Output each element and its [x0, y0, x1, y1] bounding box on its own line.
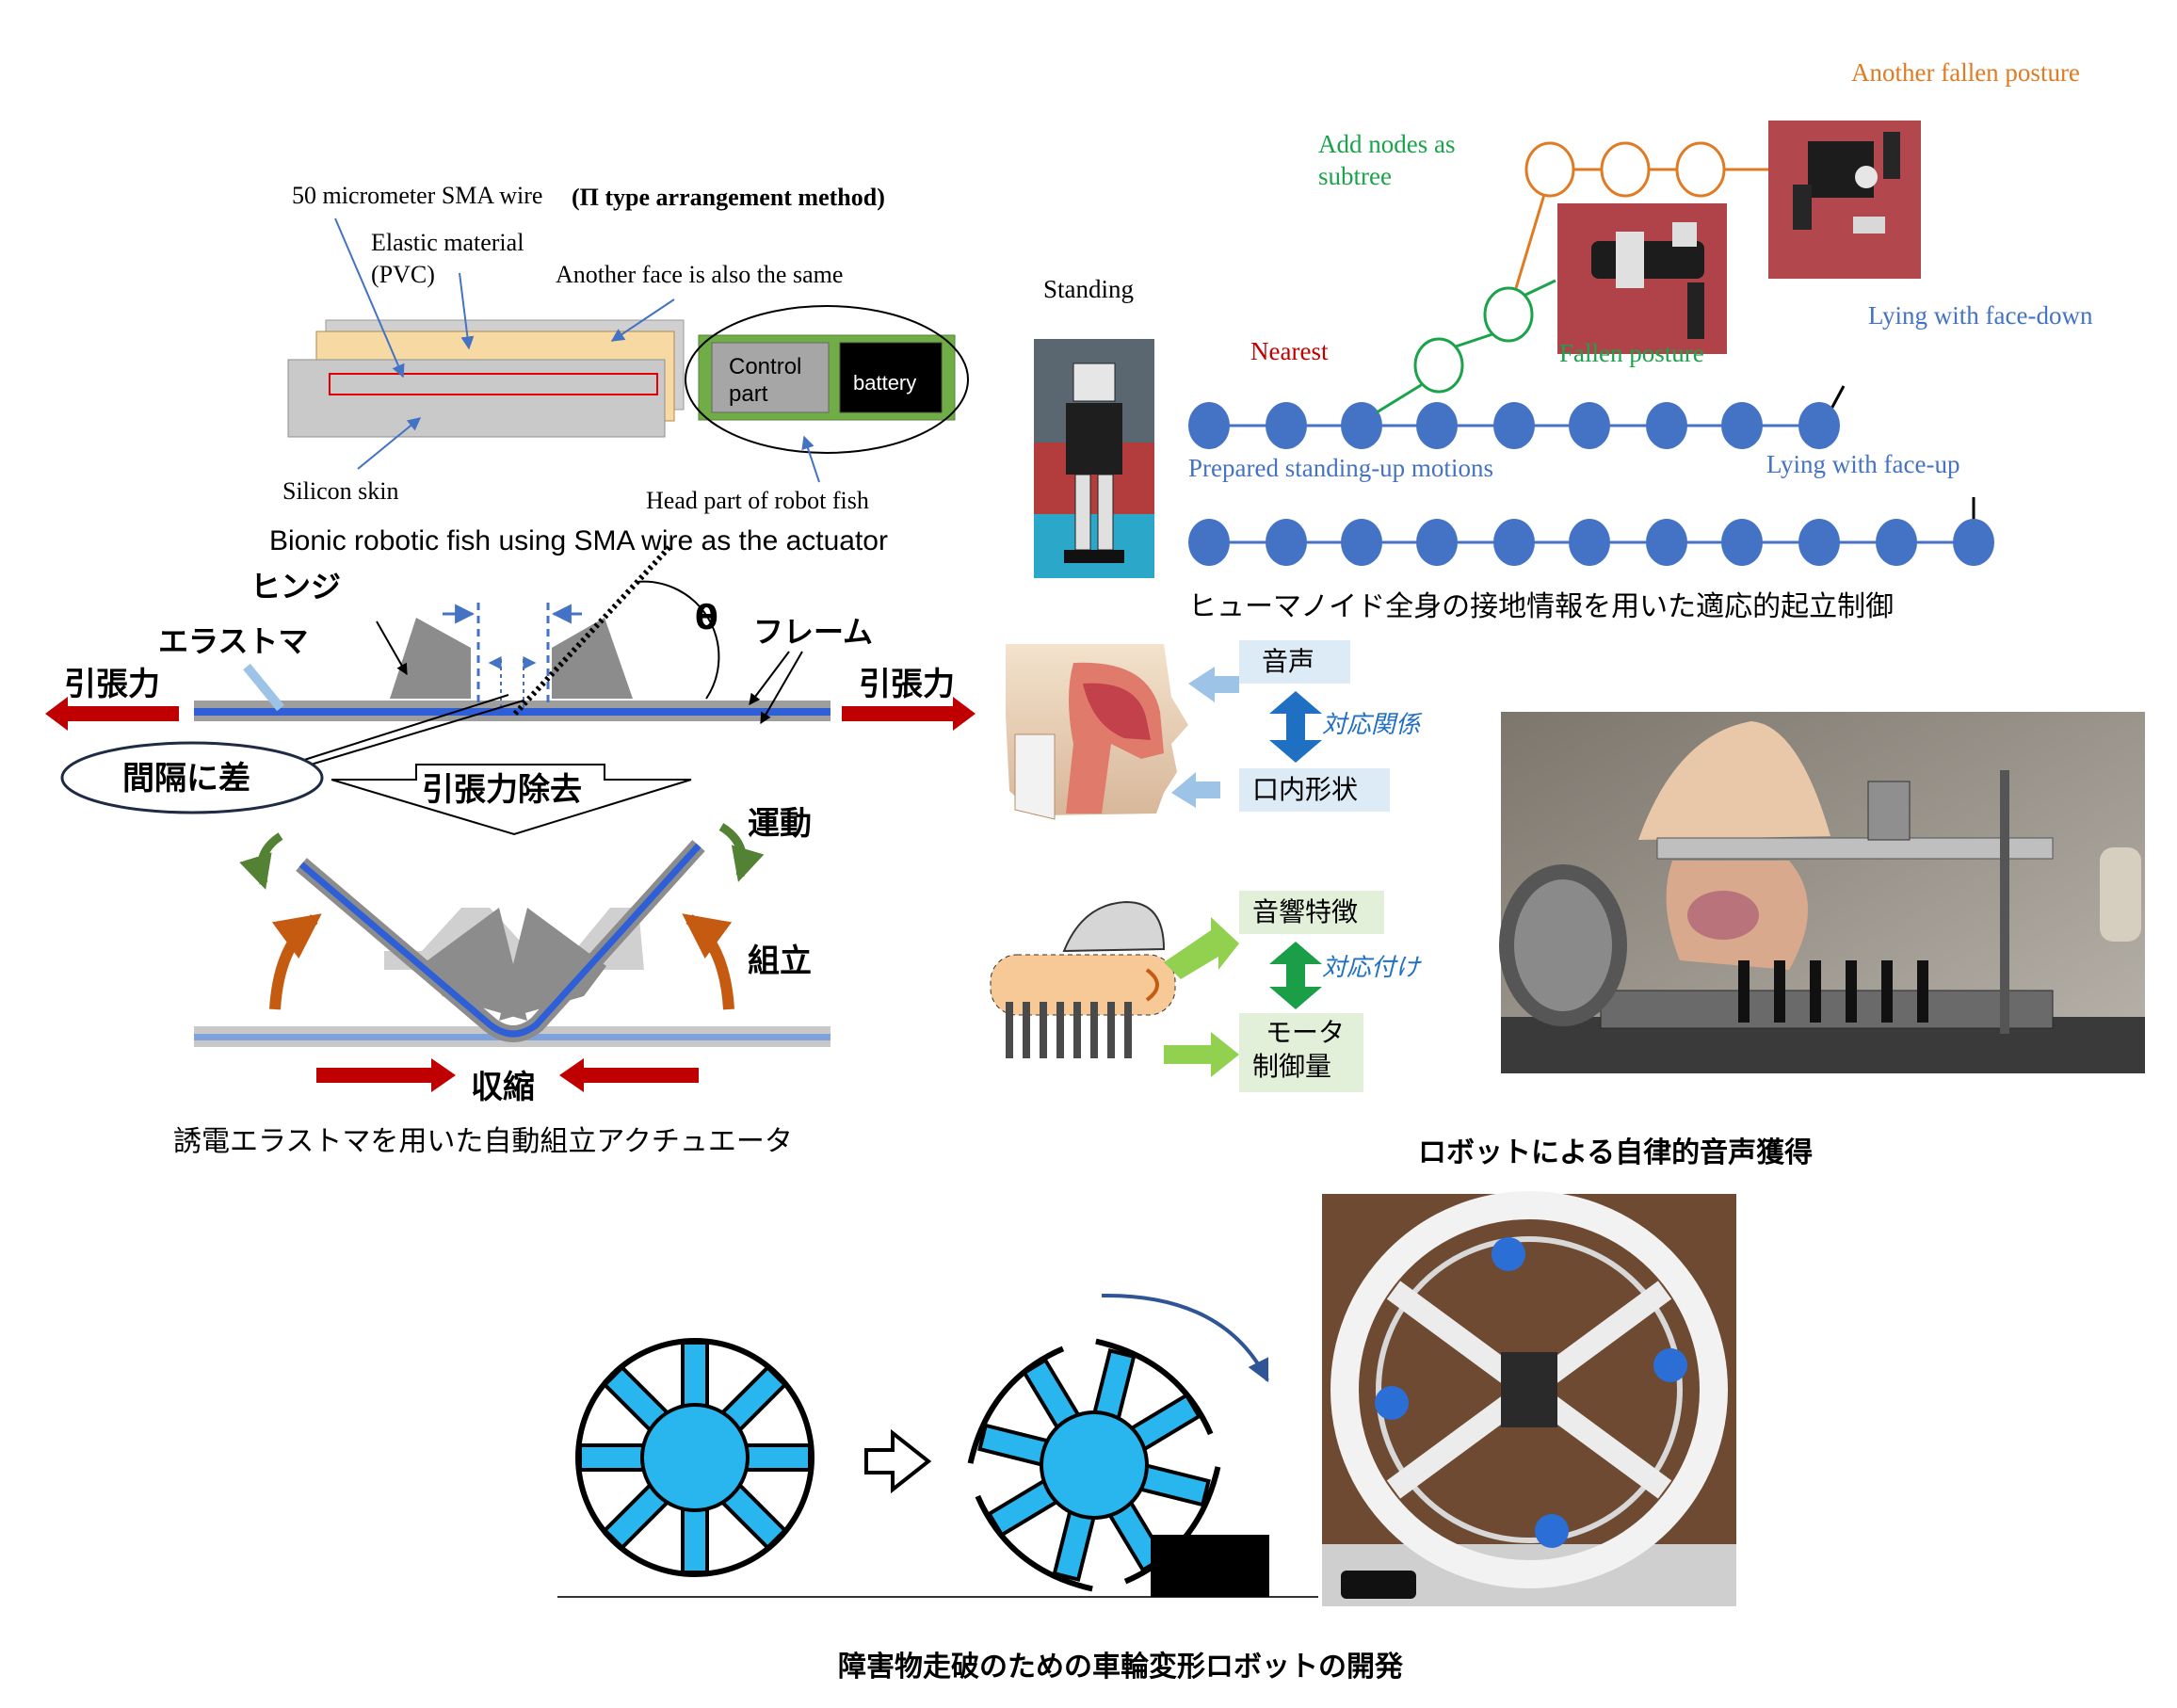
wheel-caption: 障害物走破のための車輪変形ロボットの開発: [838, 1651, 1404, 1684]
battery-box: [839, 342, 943, 413]
frame-label: フレーム: [753, 614, 873, 650]
removal-label: 引張力除去: [422, 771, 582, 809]
hinge-label: ヒンジ: [250, 569, 341, 604]
assembled-hinge-right: [499, 908, 606, 1021]
vocal-tract-illustration: [1006, 644, 1239, 820]
elastomer-pointer: [243, 663, 284, 712]
gap-callout: [60, 741, 324, 814]
theta-arc: [636, 580, 720, 700]
battery-label: battery: [853, 371, 916, 395]
mapping-label: 対応付け: [1322, 954, 1422, 981]
humanoid-caption: ヒューマノイド全身の接地情報を用いた適応的起立制御: [1188, 590, 1894, 623]
hinge-left: [390, 618, 471, 699]
contraction-arrow-left: [316, 1058, 456, 1092]
head-ellipse: [685, 305, 969, 454]
rotation-arrow: [1101, 1293, 1269, 1383]
assembly-label: 組立: [748, 943, 812, 980]
wheel-robot-photo: [1322, 1191, 1736, 1606]
elastic-material-label: Elastic material: [371, 229, 524, 256]
motion-arrow-right: [718, 823, 765, 882]
lying-face-down-label: Lying with face-down: [1868, 301, 2093, 330]
tension-arrow-right: [842, 697, 976, 731]
voice-caption: ロボットによる自律的音声獲得: [1418, 1136, 1813, 1169]
voice-box: [1239, 640, 1350, 684]
transform-arrow: [864, 1428, 932, 1494]
standing-label: Standing: [1043, 275, 1134, 303]
mouth-shape-label: 口内形状: [1252, 775, 1358, 805]
nearest-label: Nearest: [1250, 337, 1329, 365]
control-label-1: Control: [729, 354, 801, 379]
assembly-arrow-left: [269, 913, 322, 1010]
elastomer-label: エラストマ: [158, 623, 308, 659]
humanoid-tree-diagram: [1034, 121, 1994, 578]
add-nodes-label-1: Add nodes as: [1318, 130, 1455, 158]
acoustic-box: [1239, 891, 1384, 934]
another-face-label: Another face is also the same: [556, 261, 843, 288]
tension-left-label: 引張力: [64, 666, 160, 703]
correspondence-label: 対応関係: [1322, 711, 1423, 738]
actuator-caption: 誘電エラストマを用いた自動組立アクチュエータ: [173, 1125, 793, 1158]
removal-arrow: [331, 764, 692, 836]
fish-caption: Bionic robotic fish using SMA wire as th…: [269, 525, 888, 556]
lying-face-up-label: Lying with face-up: [1766, 450, 1959, 478]
motion-label: 運動: [748, 805, 812, 843]
talking-robot-photo: [1499, 712, 2145, 1073]
motion-arrow-left: [239, 832, 283, 890]
mapping-arrow: [1269, 942, 1322, 1009]
elastomer-strip: [194, 708, 830, 716]
mouth-shape-box: [1239, 768, 1390, 812]
v-elastomer: [298, 843, 701, 1038]
head-part-label: Head part of robot fish: [646, 487, 869, 514]
sma-wire-label: 50 micrometer SMA wire: [292, 182, 542, 209]
arrangement-label: (Π type arrangement method): [572, 184, 885, 211]
add-nodes-label-2: subtree: [1318, 162, 1392, 190]
prepared-motions-label: Prepared standing-up motions: [1188, 454, 1493, 482]
motor-box: [1239, 1013, 1363, 1092]
robotic-fish-diagram: [287, 218, 969, 483]
sma-wire-loop: [329, 373, 658, 395]
acoustic-label: 音響特徴: [1252, 897, 1358, 927]
fallen-posture-label: Fallen posture: [1559, 339, 1704, 367]
control-label-2: part: [729, 381, 768, 407]
resonator-illustration: [990, 900, 1239, 1077]
motor-label-2: 制御量: [1252, 1052, 1331, 1082]
hinge-right: [552, 618, 633, 699]
tension-arrow-left: [45, 697, 179, 731]
silicon-skin-label: Silicon skin: [282, 477, 399, 505]
motor-label-1: モータ: [1266, 1019, 1345, 1048]
correspondence-arrow: [1269, 691, 1322, 763]
gap-label: 間隔に差: [122, 760, 250, 798]
pvc-label: (PVC): [371, 261, 435, 288]
voice-label: 音声: [1262, 647, 1314, 677]
theta-label: θ: [695, 599, 718, 637]
standing-motion-nodes: [1188, 402, 1840, 449]
assembly-arrow-right: [682, 913, 734, 1010]
wheel-transform-diagram: [557, 1191, 1736, 1606]
control-part-box: [711, 342, 830, 413]
wheel-normal: [570, 1332, 820, 1583]
silicon-skin-layer: [287, 359, 666, 438]
angle-line: [512, 543, 673, 717]
elastomer-actuator-diagram: [45, 543, 976, 1092]
obstacle-block: [1151, 1535, 1269, 1597]
contraction-arrow-right: [559, 1058, 699, 1092]
second-motion-nodes: [1188, 519, 1994, 566]
wheel-transformed: [967, 1338, 1221, 1592]
tension-right-label: 引張力: [859, 666, 955, 703]
contraction-label: 収縮: [471, 1069, 535, 1106]
another-fallen-label: Another fallen posture: [1851, 58, 2080, 87]
